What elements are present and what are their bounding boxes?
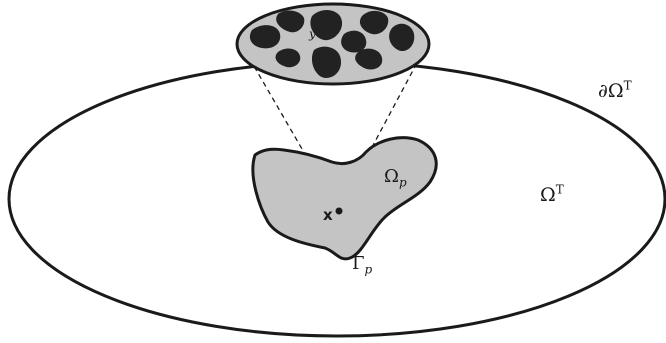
- domain-superscript: T: [556, 183, 564, 197]
- boundary-superscript: T: [624, 79, 632, 93]
- particle-subscript: p: [399, 176, 407, 190]
- point-x-dot: [336, 208, 343, 215]
- particle-symbol: Ω: [384, 166, 399, 187]
- particle-boundary-subscript: p: [365, 263, 373, 277]
- boundary-symbol: ∂Ω: [598, 80, 624, 102]
- point-x-label: x: [323, 208, 333, 223]
- outer-boundary-label: ∂ΩT: [598, 82, 632, 101]
- outer-domain-label: ΩT: [540, 186, 564, 205]
- particle-label: Ωp: [384, 168, 407, 186]
- domain-symbol: Ω: [540, 184, 556, 206]
- micro-point-label: y: [309, 28, 316, 40]
- particle-boundary-label: Γp: [352, 255, 372, 273]
- inclusion: [341, 31, 366, 53]
- particle-boundary-symbol: Γ: [352, 253, 365, 274]
- inclusion: [250, 25, 280, 48]
